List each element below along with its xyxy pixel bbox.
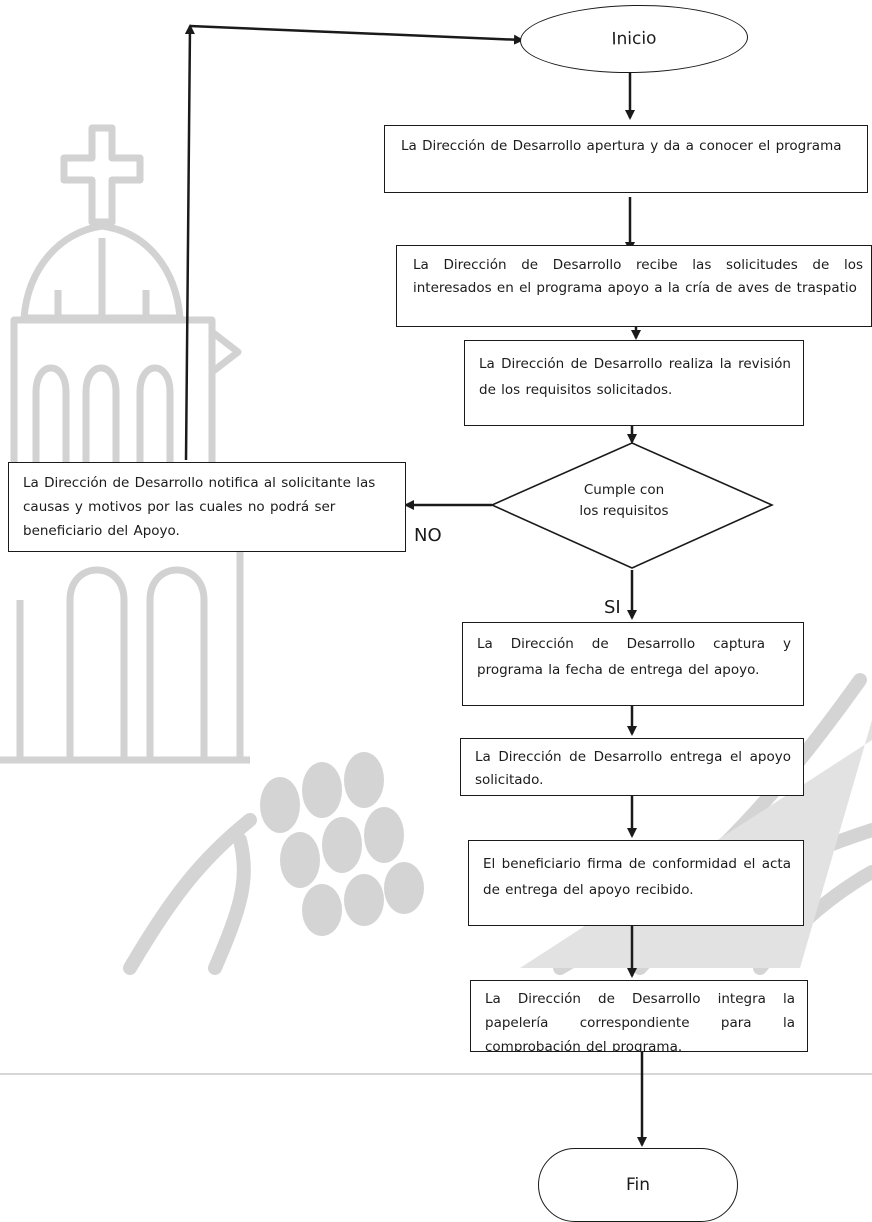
no-branch-box: La Dirección de Desarrollo notifica al s…	[8, 462, 406, 552]
loop-back-arrow	[184, 24, 195, 461]
loop-back-arrow-top	[189, 24, 524, 45]
process-step-6-text: El beneficiario firma de conformidad el …	[483, 856, 791, 898]
decision-label: Cumple con los requisitos	[524, 480, 724, 522]
process-step-1-text: La Dirección de Desarrollo apertura y da…	[401, 138, 842, 154]
process-step-2: La Dirección de Desarrollo recibe las so…	[396, 245, 872, 327]
end-terminal: Fin	[538, 1148, 738, 1222]
process-step-5: La Dirección de Desarrollo entrega el ap…	[460, 738, 804, 796]
dome-shape	[20, 222, 184, 322]
process-step-3-text: La Dirección de Desarrollo realiza la re…	[479, 356, 791, 398]
decision-diamond	[490, 442, 774, 569]
cross-shape	[60, 124, 144, 226]
corn-shape	[260, 752, 424, 936]
process-step-2-text: La Dirección de Desarrollo recibe las so…	[413, 257, 863, 296]
process-step-7: La Dirección de Desarrollo integra la pa…	[470, 980, 808, 1052]
process-step-1: La Dirección de Desarrollo apertura y da…	[384, 125, 868, 193]
process-step-4: La Dirección de Desarrollo captura y pro…	[462, 622, 804, 706]
leaf-shape	[123, 813, 257, 975]
process-step-5-text: La Dirección de Desarrollo entrega el ap…	[475, 749, 791, 788]
no-label: NO	[414, 525, 442, 546]
process-step-3: La Dirección de Desarrollo realiza la re…	[464, 340, 804, 426]
decision-line-1: Cumple con	[583, 482, 665, 498]
process-step-6: El beneficiario firma de conformidad el …	[468, 840, 804, 926]
decision-line-2: los requisitos	[579, 503, 669, 519]
process-step-7-text: La Dirección de Desarrollo integra la pa…	[485, 991, 795, 1052]
process-step-4-text: La Dirección de Desarrollo captura y pro…	[477, 636, 791, 678]
yes-label: SI	[604, 597, 621, 618]
no-branch-text: La Dirección de Desarrollo notifica al s…	[23, 475, 376, 539]
start-label: Inicio	[611, 28, 657, 50]
end-label: Fin	[625, 1175, 651, 1195]
